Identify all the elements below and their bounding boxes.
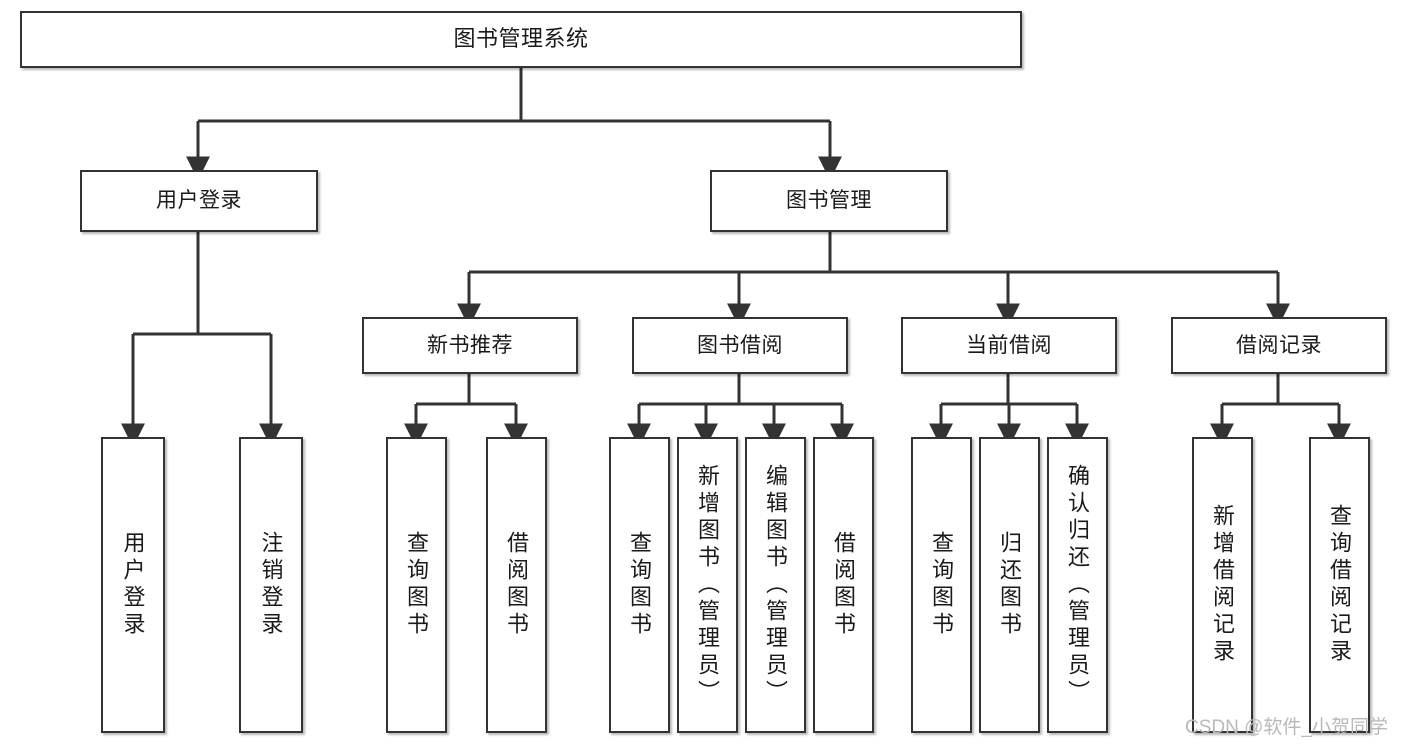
node-leaf-confirm-return-label: 确认归还（管理员） — [1065, 463, 1091, 707]
node-leaf-query-book-2-label: 查询图书 — [627, 531, 653, 639]
node-leaf-query-book-1-label: 查询图书 — [404, 531, 430, 639]
node-leaf-borrow-book-2-label: 借阅图书 — [831, 531, 857, 639]
node-book-manage[interactable]: 图书管理 — [710, 170, 948, 232]
node-leaf-query-record[interactable]: 查询借阅记录 — [1309, 437, 1370, 733]
node-leaf-query-book-2[interactable]: 查询图书 — [609, 437, 670, 733]
node-current-borrow[interactable]: 当前借阅 — [901, 317, 1117, 374]
node-leaf-add-record[interactable]: 新增借阅记录 — [1192, 437, 1253, 733]
node-leaf-return-book[interactable]: 归还图书 — [979, 437, 1040, 733]
node-new-book-rec-label: 新书推荐 — [427, 333, 513, 357]
node-user-login-label: 用户登录 — [156, 189, 242, 213]
node-leaf-borrow-book-1[interactable]: 借阅图书 — [486, 437, 547, 733]
node-user-login[interactable]: 用户登录 — [80, 170, 318, 232]
node-leaf-add-record-label: 新增借阅记录 — [1210, 504, 1236, 666]
node-leaf-user-login-label: 用户登录 — [120, 531, 146, 639]
node-book-borrow-label: 图书借阅 — [697, 333, 783, 357]
node-leaf-add-book[interactable]: 新增图书（管理员） — [677, 437, 738, 733]
node-leaf-logout-login-label: 注销登录 — [258, 531, 284, 639]
node-book-manage-label: 图书管理 — [786, 189, 872, 213]
node-new-book-rec[interactable]: 新书推荐 — [362, 317, 578, 374]
node-leaf-borrow-book-1-label: 借阅图书 — [504, 531, 530, 639]
node-root-label: 图书管理系统 — [453, 26, 589, 52]
node-root[interactable]: 图书管理系统 — [20, 11, 1022, 68]
node-leaf-query-book-3[interactable]: 查询图书 — [911, 437, 972, 733]
node-leaf-query-book-3-label: 查询图书 — [929, 531, 955, 639]
node-leaf-borrow-book-2[interactable]: 借阅图书 — [813, 437, 874, 733]
node-book-borrow[interactable]: 图书借阅 — [632, 317, 848, 374]
node-leaf-confirm-return[interactable]: 确认归还（管理员） — [1047, 437, 1108, 733]
node-leaf-query-record-label: 查询借阅记录 — [1327, 504, 1353, 666]
node-current-borrow-label: 当前借阅 — [966, 333, 1052, 357]
node-leaf-return-book-label: 归还图书 — [997, 531, 1023, 639]
node-leaf-query-book-1[interactable]: 查询图书 — [386, 437, 447, 733]
node-borrow-record-label: 借阅记录 — [1236, 333, 1322, 357]
node-leaf-logout-login[interactable]: 注销登录 — [239, 437, 303, 733]
node-borrow-record[interactable]: 借阅记录 — [1171, 317, 1387, 374]
node-leaf-add-book-label: 新增图书（管理员） — [695, 463, 721, 707]
node-leaf-edit-book-label: 编辑图书（管理员） — [763, 463, 789, 707]
csdn-watermark: CSDN @软件_小贺同学 — [1185, 717, 1388, 738]
node-leaf-user-login[interactable]: 用户登录 — [101, 437, 165, 733]
node-leaf-edit-book[interactable]: 编辑图书（管理员） — [745, 437, 806, 733]
